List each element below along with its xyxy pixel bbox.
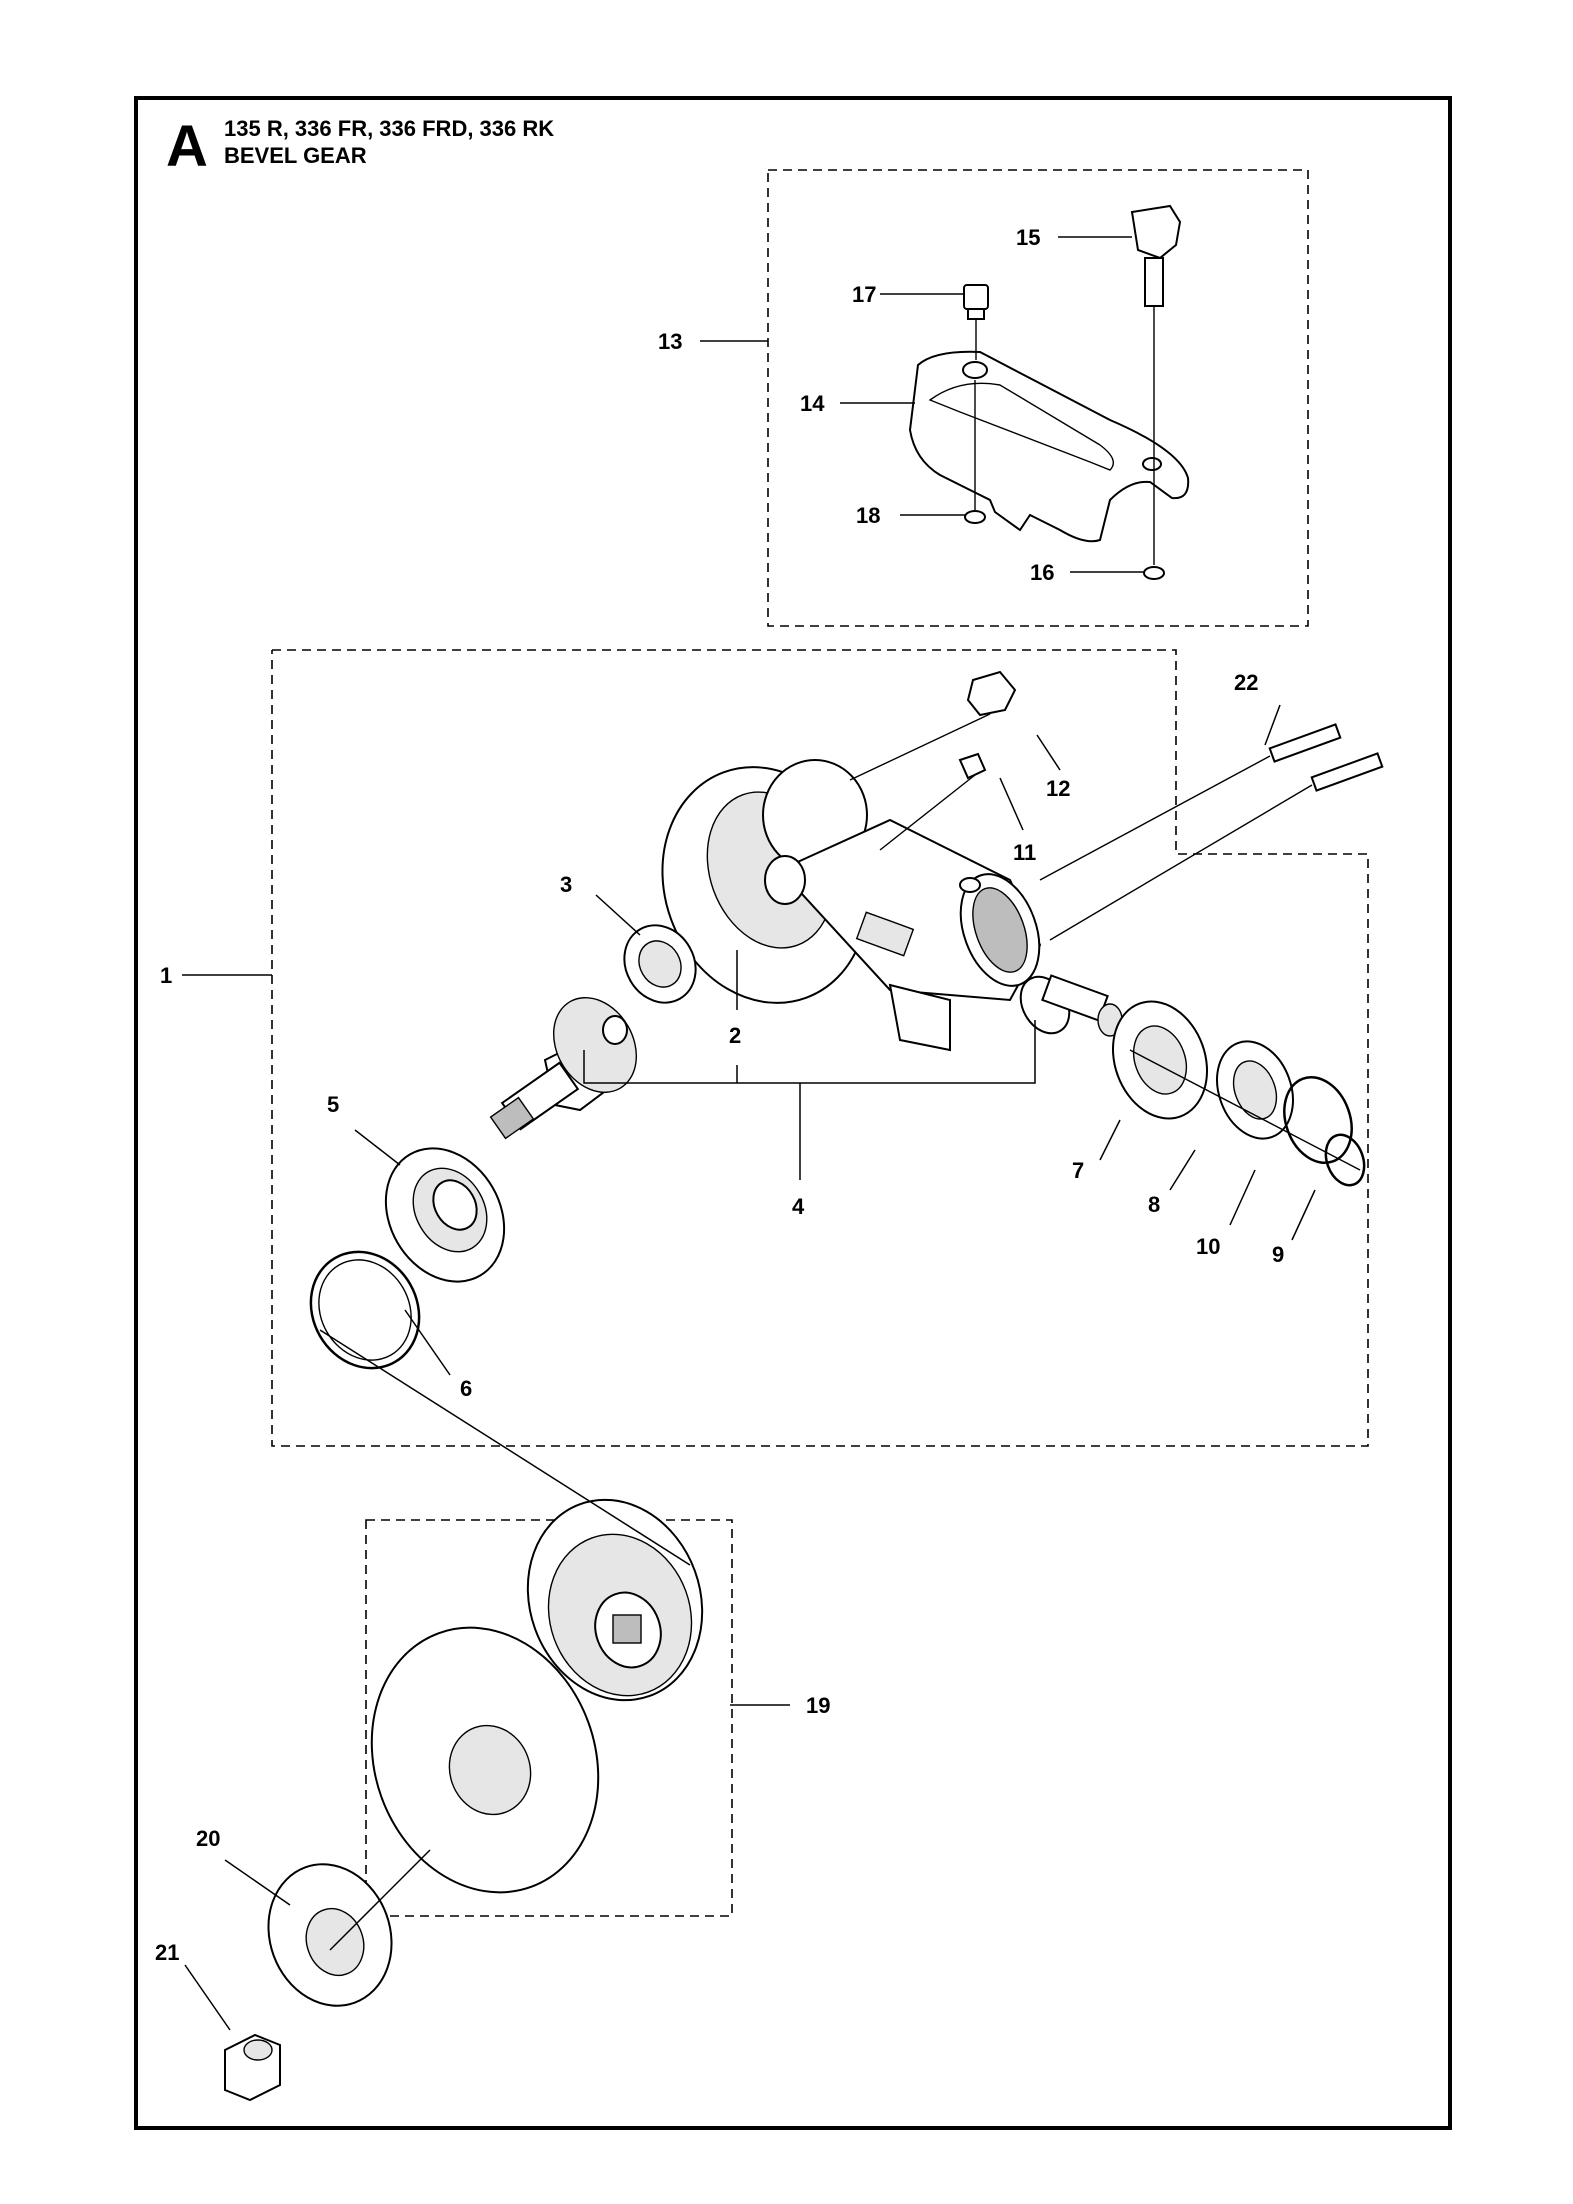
callout-20: 20 <box>196 1826 220 1851</box>
callout-1: 1 <box>160 963 172 988</box>
section-letter: A <box>166 114 208 179</box>
callout-21: 21 <box>155 1940 179 1965</box>
pinion-and-bearings <box>309 924 697 1370</box>
flange-assembly-19 <box>370 1498 704 1894</box>
callout-9: 9 <box>1272 1242 1284 1267</box>
leader-lines <box>182 236 1316 2031</box>
callout-17: 17 <box>852 282 876 307</box>
key-11 <box>958 752 987 780</box>
bracket-assembly <box>908 204 1190 580</box>
group-box-19 <box>365 1519 733 1917</box>
callout-16: 16 <box>1030 560 1054 585</box>
callout-7: 7 <box>1072 1158 1084 1183</box>
screws-22 <box>1039 723 1384 941</box>
callout-6: 6 <box>460 1376 472 1401</box>
group-box-13 <box>767 169 1309 627</box>
callout-5: 5 <box>327 1092 339 1117</box>
callout-12: 12 <box>1046 776 1070 801</box>
callout-2: 2 <box>729 1023 741 1048</box>
callout-15: 15 <box>1016 225 1040 250</box>
callout-22: 22 <box>1234 670 1258 695</box>
callout-19: 19 <box>806 1693 830 1718</box>
callout-3: 3 <box>560 872 572 897</box>
washer-and-nut <box>224 1863 393 2102</box>
callout-13: 13 <box>658 329 682 354</box>
page-frame <box>134 96 1452 2130</box>
callout-18: 18 <box>856 503 880 528</box>
gear-housing <box>661 759 1042 1052</box>
assembly-title: BEVEL GEAR <box>224 143 367 168</box>
callout-4: 4 <box>792 1194 805 1219</box>
model-list: 135 R, 336 FR, 336 FRD, 336 RK <box>224 116 555 141</box>
callout-14: 14 <box>800 391 825 416</box>
group-box-1 <box>271 649 1369 1447</box>
callout-11: 11 <box>1013 840 1036 865</box>
callout-8: 8 <box>1148 1192 1160 1217</box>
output-shaft-bearings <box>1019 974 1366 1187</box>
callout-10: 10 <box>1196 1234 1220 1259</box>
plug-12 <box>966 670 1017 717</box>
